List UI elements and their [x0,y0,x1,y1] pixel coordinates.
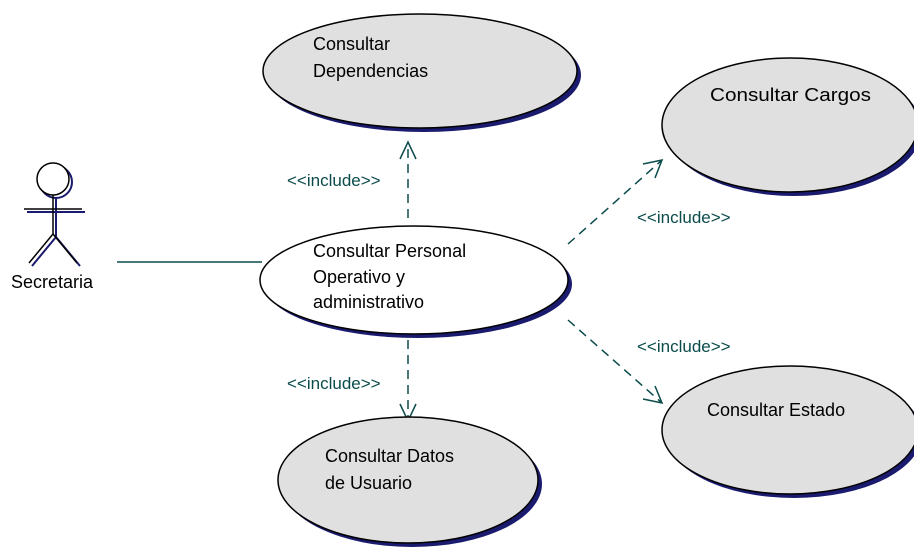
use-case-dependencias-line2: Dependencias [313,61,428,81]
use-case-estado[interactable]: Consultar Estado [661,365,914,498]
use-case-main-line3: administrativo [313,292,424,312]
arrowhead-cargos [642,158,664,179]
use-case-cargos[interactable]: Consultar Cargos [661,57,914,196]
use-case-datos-usuario[interactable]: Consultar Datos de Usuario [277,416,542,547]
use-case-main-line1: Consultar Personal [313,241,466,261]
use-case-datos-line2: de Usuario [325,473,412,493]
arrowhead-dependencias [399,140,417,160]
use-case-datos-line1: Consultar Datos [325,446,454,466]
use-case-main-line2: Operativo y [313,267,405,287]
include-label-cargos: <<include>> [637,208,731,227]
include-label-dependencias: <<include>> [287,171,381,190]
use-case-estado-label: Consultar Estado [707,400,845,420]
include-label-estado: <<include>> [637,337,731,356]
include-label-datos: <<include>> [287,374,381,393]
use-case-dependencias-line1: Consultar [313,34,390,54]
actor-secretaria[interactable]: Secretaria [11,162,94,292]
arrowhead-estado [642,385,664,405]
include-line-estado [567,319,663,404]
use-case-main[interactable]: Consultar Personal Operativo y administr… [259,225,572,338]
actor-label: Secretaria [11,272,94,292]
use-case-cargos-label: Consultar Cargos [710,85,871,105]
include-line-cargos [567,159,663,245]
use-case-dependencias[interactable]: Consultar Dependencias [262,13,581,132]
